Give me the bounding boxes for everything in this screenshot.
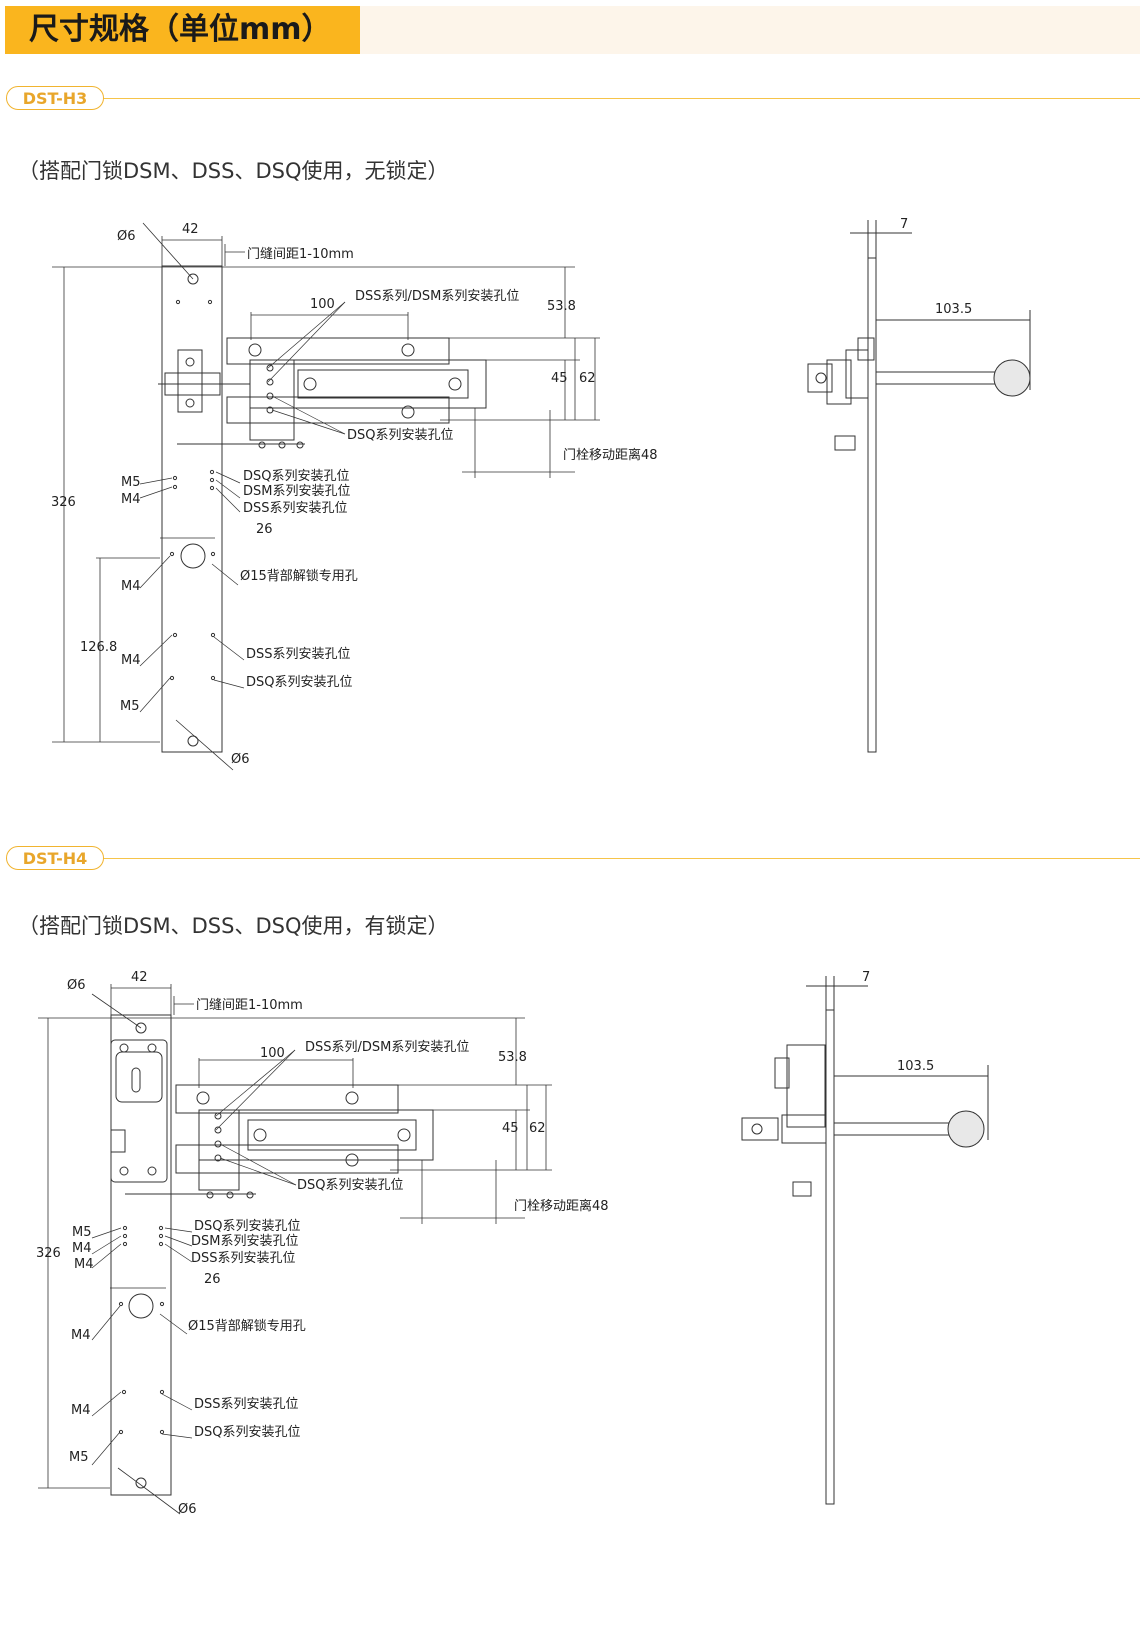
- dst-h3-side-view: [807, 220, 1031, 753]
- side-dim-7: 7: [862, 970, 870, 985]
- dst-h4-side-view: [741, 976, 989, 1505]
- callout-dss-dsm-top: DSS系列/DSM系列安装孔位: [355, 289, 519, 304]
- model-tag-h3: DST-H3: [6, 86, 104, 110]
- callout-dsq-row: DSQ系列安装孔位: [243, 469, 350, 484]
- dim-d45: 45: [502, 1121, 519, 1136]
- callout-dss-row: DSS系列安装孔位: [191, 1251, 296, 1266]
- unlock-hole: [128, 1293, 154, 1319]
- callout-dss-low: DSS系列安装孔位: [194, 1397, 299, 1412]
- mounting-plate: [161, 265, 223, 753]
- side-dim-103-5: 103.5: [935, 302, 972, 317]
- thread-m4-b: M4: [121, 579, 141, 594]
- page-title: 尺寸规格（单位mm）: [5, 6, 360, 54]
- section-subtitle-h4: （搭配门锁DSM、DSS、DSQ使用，有锁定）: [18, 914, 449, 938]
- dim-d6-bottom: Ø6: [178, 1502, 197, 1517]
- dim-gap: 门缝间距1-10mm: [247, 247, 354, 262]
- callout-dss-dsm-top: DSS系列/DSM系列安装孔位: [305, 1040, 469, 1055]
- thread-m4-c: M4: [121, 653, 141, 668]
- dim-d62: 62: [529, 1121, 546, 1136]
- dim-h326: 326: [51, 495, 76, 510]
- dim-move48: 门栓移动距离48: [563, 447, 658, 463]
- dim-d6-top: Ø6: [67, 978, 86, 993]
- mounting-plate: [110, 1014, 172, 1496]
- section-subtitle-h3: （搭配门锁DSM、DSS、DSQ使用，无锁定）: [18, 159, 449, 183]
- dim-d26: 26: [256, 522, 273, 537]
- dim-d100: 100: [310, 297, 335, 312]
- side-dim-7: 7: [900, 217, 908, 232]
- dim-d53-8: 53.8: [547, 299, 576, 314]
- dim-d100: 100: [260, 1046, 285, 1061]
- dim-d62: 62: [579, 371, 596, 386]
- callout-dsm-row: DSM系列安装孔位: [191, 1234, 298, 1249]
- dim-d6-top: Ø6: [117, 229, 136, 244]
- callout-dsm-row: DSM系列安装孔位: [243, 484, 350, 499]
- dim-gap: 门缝间距1-10mm: [196, 998, 303, 1013]
- callout-dss-low: DSS系列安装孔位: [246, 647, 351, 662]
- thread-m4-a: M4: [72, 1241, 92, 1256]
- dim-move48: 门栓移动距离48: [514, 1198, 609, 1214]
- dst-h4-front-view: Ø6 42 门缝间距1-10mm 100 DSS系列/DSM系列安装孔位 53.…: [36, 970, 989, 1517]
- dim-w42: 42: [182, 222, 199, 237]
- model-tag-h4: DST-H4: [6, 846, 104, 870]
- section-rule-h3: [6, 98, 1140, 99]
- callout-dsq-low: DSQ系列安装孔位: [194, 1425, 301, 1440]
- callout-dsq-low: DSQ系列安装孔位: [246, 675, 353, 690]
- thread-m5-a: M5: [72, 1225, 92, 1240]
- callout-dsq-mid: DSQ系列安装孔位: [297, 1178, 404, 1193]
- dim-h126-8: 126.8: [80, 640, 117, 655]
- dim-w42: 42: [131, 970, 148, 985]
- thread-m5-a: M5: [121, 475, 141, 490]
- callout-unlock: Ø15背部解锁专用孔: [188, 1318, 306, 1334]
- dim-d45: 45: [551, 371, 568, 386]
- dim-d6-bottom: Ø6: [231, 752, 250, 767]
- thread-m4-a: M4: [121, 492, 141, 507]
- callout-dsq-mid: DSQ系列安装孔位: [347, 428, 454, 443]
- side-dim-103-5: 103.5: [897, 1059, 934, 1074]
- dim-h326: 326: [36, 1246, 61, 1261]
- callout-dsq-row: DSQ系列安装孔位: [194, 1219, 301, 1234]
- thread-m4-d: M4: [71, 1403, 91, 1418]
- callout-unlock: Ø15背部解锁专用孔: [240, 568, 358, 584]
- dst-h3-front-view: Ø6 42 门缝间距1-10mm 100 DSS系列/DSM系列安装孔位 53.…: [51, 217, 1031, 771]
- dim-d26: 26: [204, 1272, 221, 1287]
- unlock-hole: [180, 543, 206, 569]
- thread-m5-b: M5: [69, 1450, 89, 1465]
- dim-d53-8: 53.8: [498, 1050, 527, 1065]
- thread-m4-b: M4: [74, 1257, 94, 1272]
- thread-m5-b: M5: [120, 699, 140, 714]
- thread-m4-c: M4: [71, 1328, 91, 1343]
- section-rule-h4: [6, 858, 1140, 859]
- callout-dss-row: DSS系列安装孔位: [243, 501, 348, 516]
